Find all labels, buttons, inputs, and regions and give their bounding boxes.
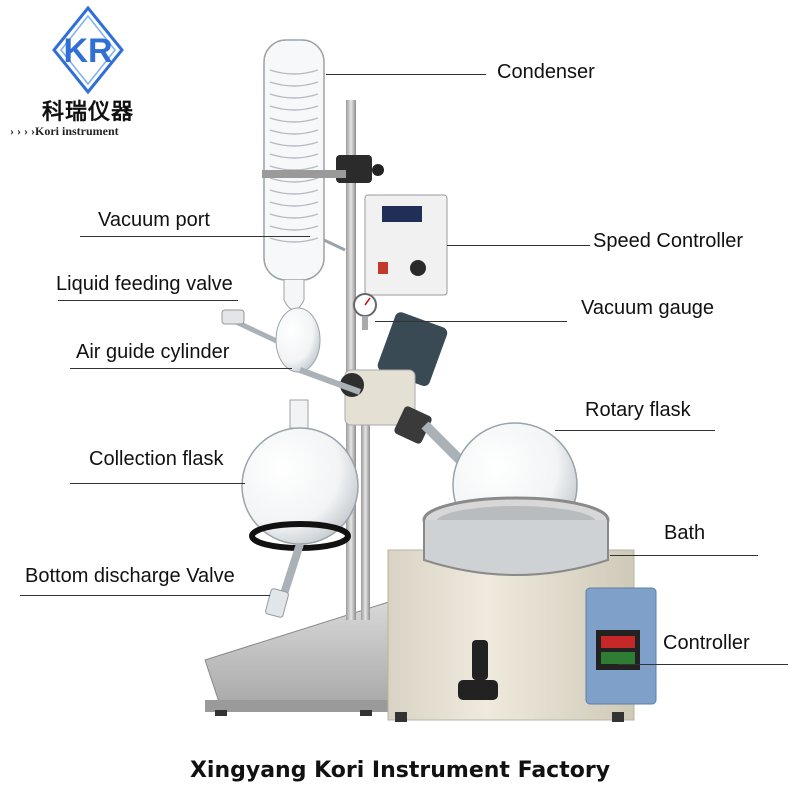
- leader-bottom-discharge-valve: [20, 595, 270, 596]
- leader-liquid-feeding-valve: [58, 300, 238, 301]
- label-condenser: Condenser: [497, 61, 595, 83]
- leader-condenser: [326, 74, 486, 75]
- leader-speed-controller: [447, 245, 590, 246]
- leader-bath: [610, 555, 758, 556]
- label-vacuum-port: Vacuum port: [98, 209, 210, 231]
- label-air-guide-cylinder: Air guide cylinder: [76, 341, 230, 363]
- label-liquid-feeding-valve: Liquid feeding valve: [56, 273, 233, 295]
- label-controller: Controller: [663, 632, 750, 654]
- brand-name-en: › › › ›Kori instrument: [10, 124, 119, 138]
- motor-unit: [340, 312, 448, 444]
- brand-logo: KR 科瑞仪器 › › › ›Kori instrument: [10, 5, 158, 141]
- label-rotary-flask: Rotary flask: [585, 399, 691, 421]
- brand-name-cn: 科瑞仪器: [41, 100, 134, 125]
- leader-rotary-flask: [555, 430, 715, 431]
- label-collection-flask: Collection flask: [89, 448, 224, 470]
- speed-controller-box: [364, 194, 448, 296]
- vacuum-gauge: [353, 293, 377, 330]
- leader-vacuum-port: [80, 236, 310, 237]
- leader-vacuum-gauge: [375, 321, 567, 322]
- base-plate: [204, 599, 396, 716]
- bath-controller-box: [585, 587, 657, 705]
- collection-flask: [241, 399, 359, 618]
- feed-valve-and-air-guide: [221, 307, 362, 395]
- leader-air-guide-cylinder: [70, 368, 292, 369]
- footer-company-name: Xingyang Kori Instrument Factory: [189, 758, 611, 783]
- kori-logo-mark: KR: [52, 5, 124, 95]
- leader-collection-flask: [70, 483, 245, 484]
- condenser-glass: [262, 39, 346, 311]
- label-speed-controller: Speed Controller: [593, 230, 744, 252]
- label-bottom-discharge-valve: Bottom discharge Valve: [25, 565, 235, 587]
- leader-controller: [618, 664, 788, 665]
- label-bath: Bath: [664, 522, 706, 544]
- logo-letters: KR: [63, 32, 112, 70]
- label-vacuum-gauge: Vacuum gauge: [581, 297, 715, 319]
